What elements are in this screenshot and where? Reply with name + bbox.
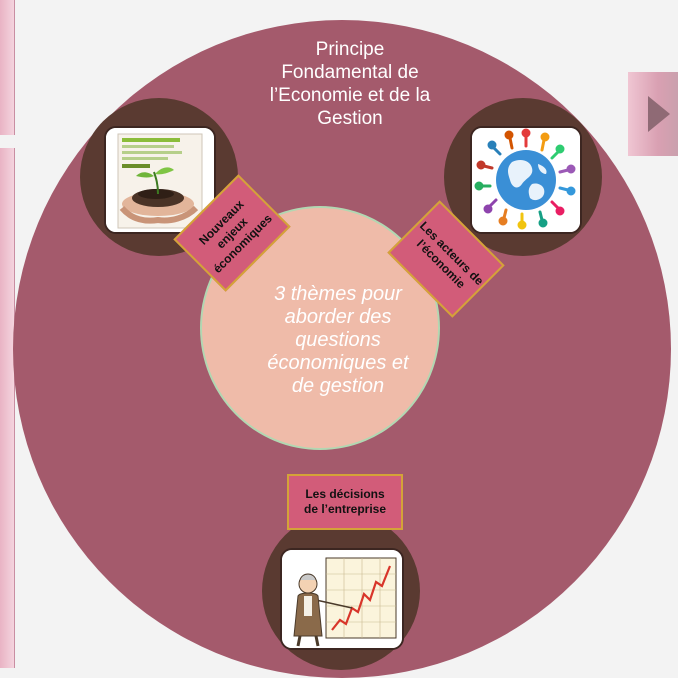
plant-book-icon bbox=[104, 126, 216, 234]
principle-title: Principe Fondamental de l’Economie et de… bbox=[230, 38, 470, 130]
chart-presenter-icon bbox=[280, 548, 404, 650]
principle-line: l’Economie et de la bbox=[269, 85, 431, 106]
left-panel-strip-top bbox=[0, 0, 15, 135]
principle-line: Fondamental de bbox=[281, 62, 419, 83]
principle-line: Gestion bbox=[317, 108, 383, 129]
left-panel-strip-bottom bbox=[0, 148, 15, 668]
center-line: questions bbox=[295, 329, 381, 351]
principle-line: Principe bbox=[315, 39, 385, 60]
center-line: aborder des bbox=[284, 306, 392, 328]
theme-label-decisions-entreprise: Les décisions de l’entreprise bbox=[287, 474, 403, 530]
next-slide-tab[interactable] bbox=[628, 72, 678, 156]
globe-people-icon bbox=[470, 126, 582, 234]
center-line: de gestion bbox=[291, 375, 385, 397]
center-line: 3 thèmes pour bbox=[274, 283, 402, 305]
center-line: économiques et bbox=[267, 352, 409, 374]
label-line: Les décisions bbox=[305, 487, 385, 501]
label-line: de l’entreprise bbox=[303, 502, 387, 516]
center-text: 3 thèmes pour aborder des questions écon… bbox=[238, 283, 438, 398]
next-arrow-icon bbox=[648, 96, 670, 132]
